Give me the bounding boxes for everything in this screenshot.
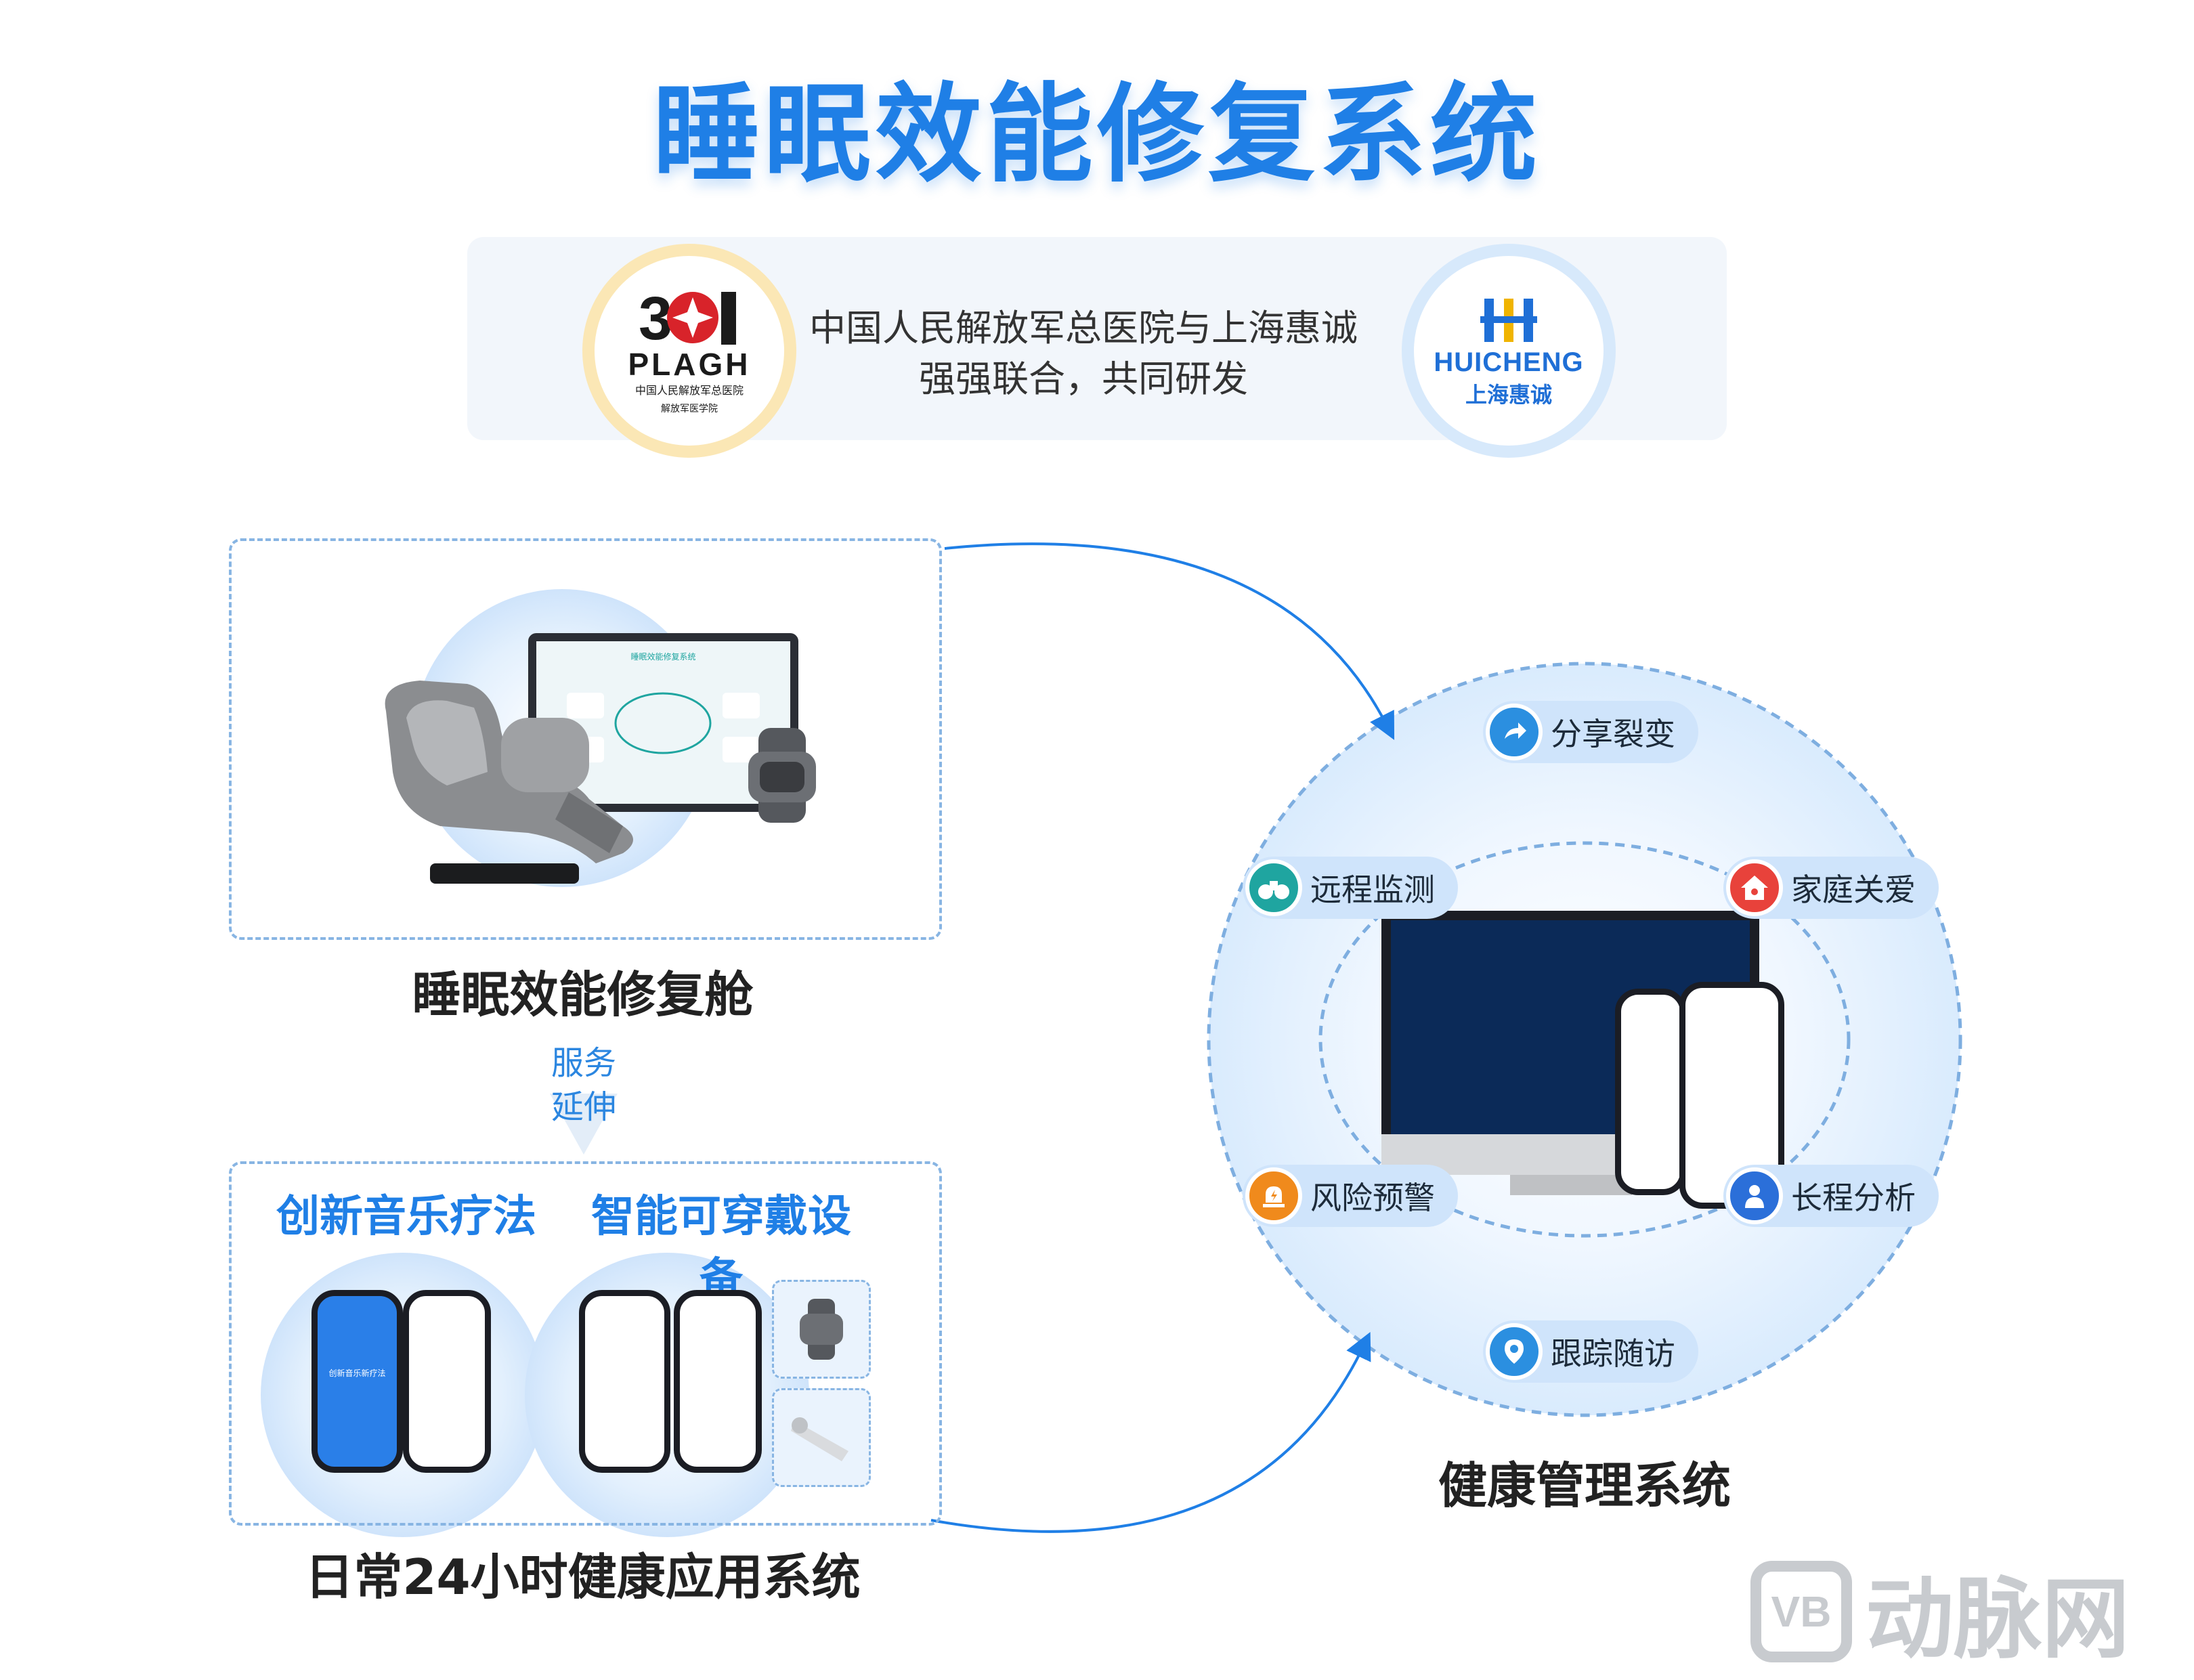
arrow-daily-to-health (930, 1331, 1371, 1533)
location-pin-icon (1486, 1323, 1543, 1380)
plagh-text-sub: 解放军医学院 (661, 404, 718, 414)
plagh-text-large: PLAGH (628, 347, 751, 382)
warning-siren-icon (1245, 1167, 1302, 1224)
watermark-text: 动脉网 (1866, 1568, 2130, 1671)
monitor-stand (1510, 1175, 1632, 1195)
huicheng-text-cn: 上海惠诚 (1465, 381, 1552, 408)
huicheng-emblem-icon (1480, 298, 1537, 342)
feature-label-long-analysis: 长程分析 (1791, 1180, 1916, 1216)
wearable-app-phone-2 (674, 1290, 762, 1473)
analytics-person-icon (1726, 1167, 1783, 1224)
music-app-text: 创新音乐新疗法 (328, 1369, 386, 1378)
service-extend-arrow (550, 1094, 618, 1155)
arrow-cabin-to-health (944, 542, 1395, 740)
feature-follow-up: 跟踪随访 (1483, 1320, 1698, 1383)
wearable-app-phone-1 (579, 1290, 670, 1473)
health-app-phone-1 (1615, 989, 1686, 1195)
plagh-301-logo: 3 PLAGH 中国人民解放军总医院 解放军医学院 (582, 244, 796, 458)
svg-text:3: 3 (639, 286, 672, 347)
feature-label-remote-monitor: 远程监测 (1310, 871, 1435, 908)
music-app-phone-2 (403, 1290, 491, 1473)
family-house-icon (1726, 859, 1783, 916)
feature-risk-warning: 风险预警 (1243, 1165, 1458, 1227)
daily-panel (229, 1161, 942, 1526)
vb-logo-icon: VB (1750, 1561, 1852, 1662)
device-thumbnail (772, 1388, 871, 1487)
partner-line-1: 中国人民解放军总医院与上海惠诚 (809, 307, 1358, 349)
partner-line-2: 强强联合，共同研发 (919, 358, 1248, 400)
plagh-emblem-icon: 3 (639, 286, 736, 347)
plagh-text-cn: 中国人民解放军总医院 (634, 384, 744, 397)
binoculars-icon (1245, 859, 1302, 916)
feature-family-care: 家庭关爱 (1723, 857, 1939, 919)
sensor-device-icon (791, 1417, 848, 1461)
huicheng-text-en: HUICHENG (1434, 347, 1584, 377)
feature-long-analysis: 长程分析 (1723, 1165, 1939, 1227)
watermark: VB 动脉网 (1750, 1557, 2184, 1671)
smartwatch-image (748, 728, 816, 823)
feature-remote-monitor: 远程监测 (1243, 857, 1458, 919)
feature-label-follow-up: 跟踪随访 (1551, 1335, 1675, 1372)
massage-chair-image (385, 681, 633, 884)
share-arrow-icon (1486, 704, 1543, 760)
music-therapy-title: 创新音乐疗法 (276, 1192, 536, 1242)
tablet-screen-title: 睡眠效能修复系统 (630, 652, 696, 662)
feature-label-risk-warning: 风险预警 (1310, 1180, 1435, 1216)
service-extend-line-1: 服务 (551, 1044, 616, 1082)
page-title: 睡眠效能修复系统 (653, 72, 1541, 197)
feature-share: 分享裂变 (1483, 701, 1698, 763)
feature-label-family-care: 家庭关爱 (1791, 871, 1916, 908)
health-system-label: 健康管理系统 (1438, 1457, 1731, 1514)
health-inner-ring (1318, 841, 1851, 1238)
watch-thumbnail-icon (800, 1299, 843, 1360)
feature-label-share: 分享裂变 (1551, 716, 1675, 752)
huicheng-logo: HUICHENG 上海惠诚 (1402, 244, 1616, 458)
daily-system-label: 日常24小时健康应用系统 (305, 1549, 861, 1606)
music-app-phone-1: 创新音乐新疗法 (311, 1290, 403, 1473)
watch-thumbnail (772, 1280, 871, 1379)
cabin-panel (229, 538, 942, 940)
cabin-label: 睡眠效能修复舱 (412, 966, 754, 1023)
service-extend-line-2: 延伸 (551, 1088, 616, 1126)
